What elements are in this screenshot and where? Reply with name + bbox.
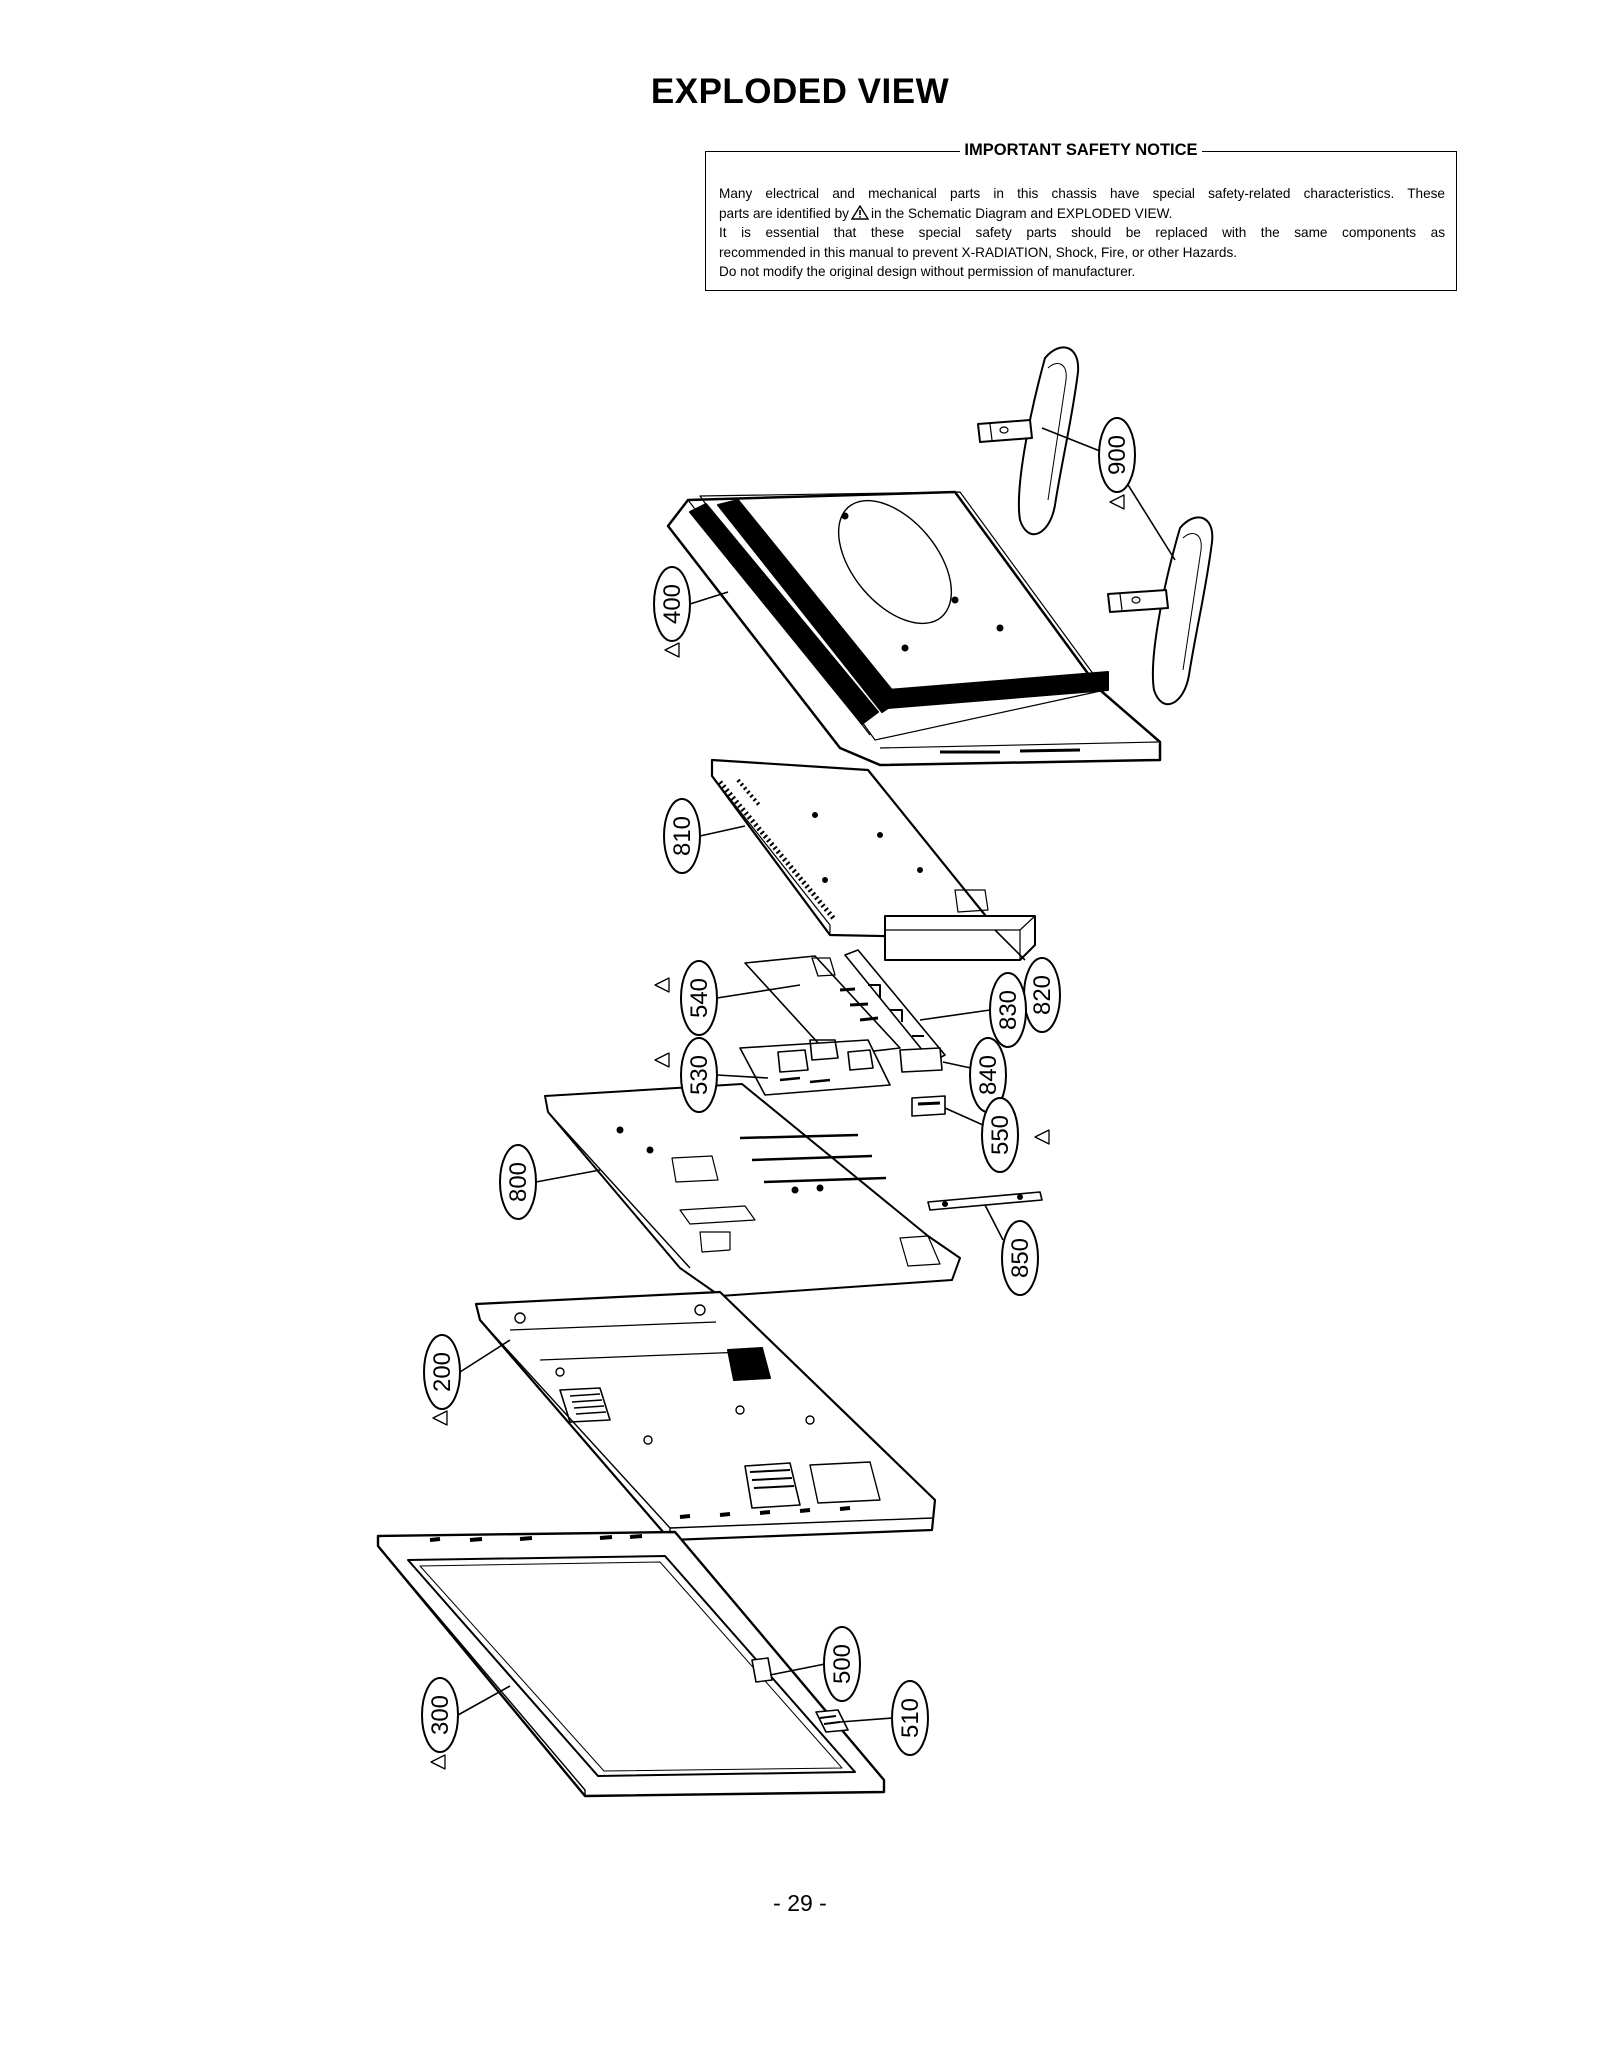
- svg-text:900: 900: [1104, 435, 1131, 475]
- warning-triangle-icon: [654, 1052, 670, 1068]
- svg-text:530: 530: [686, 1055, 713, 1095]
- svg-text:800: 800: [505, 1162, 532, 1202]
- callout-200: 200: [423, 1334, 461, 1426]
- notice-line-4: recommended in this manual to prevent X-…: [719, 244, 1238, 260]
- notice-line-3: It is essential that these special safet…: [719, 225, 1445, 240]
- rear-cover-part-400: [666, 490, 1162, 767]
- svg-text:830: 830: [995, 990, 1022, 1030]
- svg-text:300: 300: [427, 1695, 454, 1735]
- stand-part-900: [977, 346, 1214, 705]
- shield-cover-part-810: [710, 758, 989, 940]
- callout-550: 550: [981, 1097, 1050, 1173]
- notice-line-5: Do not modify the original design withou…: [719, 264, 1136, 279]
- callout-900: 900: [1098, 417, 1136, 510]
- callout-810: 810: [663, 798, 701, 874]
- svg-text:510: 510: [897, 1698, 924, 1738]
- callout-800: 800: [499, 1144, 537, 1220]
- safety-notice-text: Many electrical and mechanical parts in …: [719, 184, 1445, 282]
- svg-text:500: 500: [829, 1644, 856, 1684]
- io-bracket-part-830: [844, 949, 946, 1063]
- front-cabinet-part-300: [376, 1530, 886, 1798]
- callout-300: 300: [421, 1677, 459, 1770]
- callout-510: 510: [891, 1680, 929, 1756]
- page-title: EXPLODED VIEW: [650, 72, 950, 111]
- svg-text:540: 540: [686, 978, 713, 1018]
- warning-triangle-icon: [432, 1410, 448, 1426]
- ir-board-part-510: [815, 1709, 849, 1733]
- safety-notice-box: IMPORTANT SAFETY NOTICE Many electrical …: [705, 141, 1457, 291]
- callout-850: 850: [1001, 1220, 1039, 1296]
- callout-530: 530: [654, 1037, 718, 1113]
- warning-triangle-icon: [654, 977, 670, 993]
- main-board-part-540: [744, 955, 901, 1057]
- callout-820: 820: [1023, 957, 1061, 1033]
- frame-part-800: [544, 1083, 961, 1297]
- svg-text:840: 840: [975, 1055, 1002, 1095]
- callout-400: 400: [653, 566, 691, 658]
- power-board-part-530: [739, 1039, 891, 1096]
- bracket-part-850: [927, 1191, 1043, 1211]
- svg-text:850: 850: [1007, 1238, 1034, 1278]
- warning-triangle-icon: [430, 1754, 446, 1770]
- svg-text:820: 820: [1029, 975, 1056, 1015]
- switch-part-550: [911, 1095, 946, 1117]
- svg-text:810: 810: [669, 816, 696, 856]
- leader-lines: [457, 427, 1176, 1723]
- warning-triangle-icon: [664, 642, 680, 658]
- svg-text:200: 200: [429, 1352, 456, 1392]
- callout-500: 500: [823, 1626, 861, 1702]
- callout-540: 540: [654, 960, 718, 1036]
- svg-text:550: 550: [987, 1115, 1014, 1155]
- notice-line-1: Many electrical and mechanical parts in …: [719, 186, 1445, 201]
- callout-830: 830: [989, 972, 1027, 1048]
- warning-triangle-icon: [1034, 1129, 1050, 1145]
- warning-triangle-icon: [1109, 494, 1125, 510]
- speaker-box-part-820: [884, 915, 1036, 961]
- warning-triangle-icon: [850, 204, 869, 220]
- page-number: - 29 -: [773, 1890, 827, 1916]
- terminal-part-840: [899, 1047, 943, 1073]
- lcd-module-part-200: [474, 1290, 937, 1542]
- safety-notice-heading: IMPORTANT SAFETY NOTICE: [706, 141, 1456, 160]
- svg-text:400: 400: [659, 584, 686, 624]
- control-board-part-500: [751, 1657, 773, 1683]
